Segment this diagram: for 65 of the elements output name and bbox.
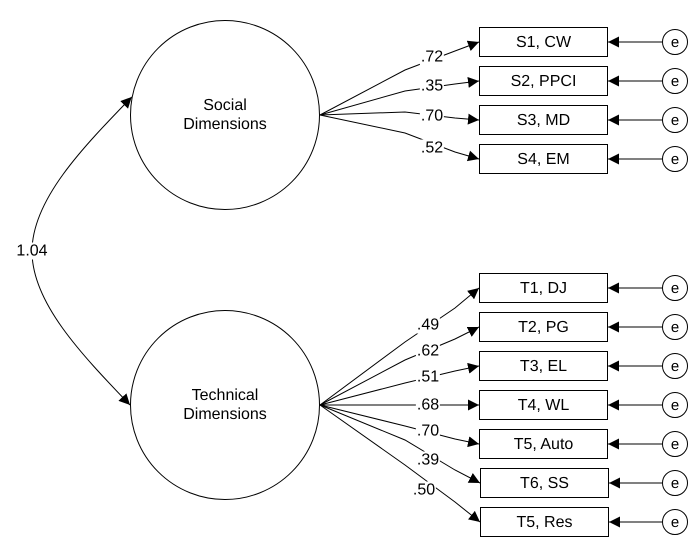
indicator-box: [479, 144, 608, 174]
error-term-circle: [662, 431, 688, 457]
error-term-circle: [662, 392, 688, 418]
indicator-box: [479, 312, 608, 342]
node-label: e: [670, 150, 680, 168]
node-label: e: [670, 512, 680, 532]
error-arrow: [608, 154, 662, 164]
node-label: T5, Res: [516, 512, 572, 532]
indicator-box: [479, 66, 608, 96]
node-label: e: [670, 396, 680, 414]
loading-arrow: [320, 404, 480, 484]
loading-arrow: [320, 404, 480, 522]
error-term-circle: [662, 509, 688, 535]
node-label: S1, CW: [516, 32, 572, 52]
error-arrow: [608, 282, 662, 294]
node-label: Social Dimensions: [182, 96, 268, 134]
node-label: Technical Dimensions: [182, 386, 268, 424]
error-term-circle: [662, 68, 688, 94]
node-label: S4, EM: [517, 150, 570, 168]
indicator-box: [479, 351, 608, 381]
node-label: e: [670, 474, 680, 492]
indicator-box: [479, 390, 608, 420]
node-label: T4, WL: [518, 396, 570, 414]
error-arrow: [608, 478, 662, 488]
indicator-box: [480, 507, 609, 537]
error-term-circle: [662, 146, 688, 172]
error-arrow: [608, 438, 662, 450]
node-label: e: [670, 356, 680, 376]
indicator-box: [479, 27, 608, 57]
latent-variable-circle: [130, 310, 320, 500]
error-arrow: [608, 114, 662, 126]
node-label: T2, PG: [518, 318, 569, 336]
indicator-box: [480, 468, 609, 498]
node-label: T3, EL: [520, 356, 568, 376]
error-term-circle: [662, 314, 688, 340]
covariance-arrow: [32, 96, 132, 406]
edge-label: .72: [420, 48, 444, 66]
indicator-box: [479, 105, 608, 135]
node-label: T1, DJ: [520, 278, 568, 298]
edge-label: 1.04: [15, 242, 49, 260]
error-arrow: [608, 360, 662, 372]
node-label: T5, Auto: [514, 434, 574, 454]
error-term-circle: [662, 353, 688, 379]
error-arrow: [608, 36, 662, 48]
indicator-box: [479, 429, 608, 459]
latent-variable-circle: [130, 20, 320, 210]
node-label: e: [670, 318, 680, 336]
error-arrow: [608, 322, 662, 332]
node-label: T6, SS: [520, 474, 569, 492]
error-arrow: [608, 76, 662, 86]
error-term-circle: [662, 107, 688, 133]
node-label: e: [670, 278, 680, 298]
indicator-box: [479, 273, 608, 303]
node-label: e: [670, 32, 680, 52]
error-term-circle: [662, 275, 688, 301]
node-label: e: [670, 110, 680, 130]
node-label: e: [670, 72, 680, 90]
node-label: S3, MD: [516, 110, 570, 130]
node-label: e: [670, 434, 680, 454]
edge-label: .49: [416, 316, 440, 334]
error-arrow: [608, 400, 662, 410]
error-arrow: [608, 516, 662, 528]
error-term-circle: [662, 470, 688, 496]
error-term-circle: [662, 29, 688, 55]
node-label: S2, PPCI: [510, 72, 576, 90]
